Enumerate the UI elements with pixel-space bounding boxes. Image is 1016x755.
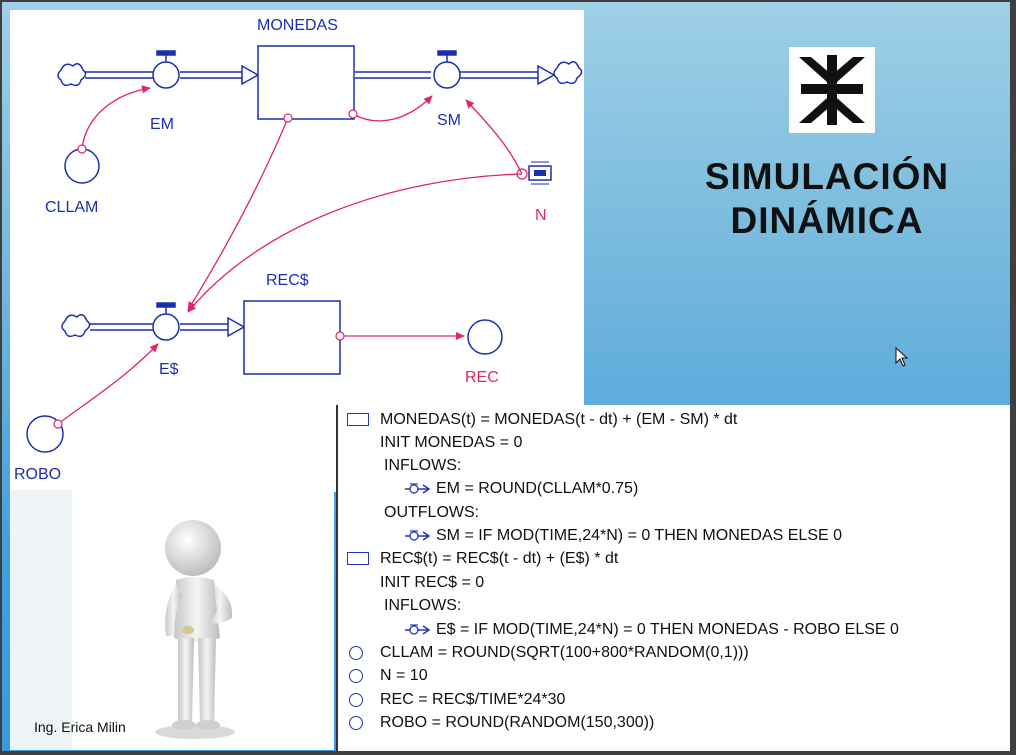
diagram-canvas	[26, 45, 583, 453]
equation-text: CLLAM = ROUND(SQRT(100+800*RANDOM(0,1)))	[380, 644, 749, 661]
source-cloud-es	[61, 314, 91, 338]
converter-cllam	[64, 148, 100, 184]
equation-text: ROBO = ROUND(RANDOM(150,300))	[380, 714, 655, 731]
source-cloud-em	[57, 63, 87, 87]
mouse-pointer-icon	[895, 347, 909, 367]
panel-strip	[10, 490, 72, 750]
label-rec: REC	[465, 369, 499, 386]
label-sm: SM	[437, 112, 461, 129]
equation-text: INFLOWS:	[384, 597, 462, 614]
converter-icon	[349, 693, 363, 707]
flow-icon	[405, 483, 430, 494]
label-recs: REC$	[266, 272, 309, 289]
equation-text: REC = REC$/TIME*24*30	[380, 691, 566, 708]
connectors	[57, 85, 523, 425]
equation-text: REC$(t) = REC$(t - dt) + (E$) * dt	[380, 550, 619, 567]
equation-text: INIT MONEDAS = 0	[380, 434, 523, 451]
equation-text: OUTFLOWS:	[384, 504, 480, 521]
converter-icon	[349, 716, 363, 730]
converter-icon	[349, 669, 363, 683]
flow-valve-es	[152, 302, 180, 341]
converter-rec	[467, 319, 503, 355]
label-n: N	[535, 207, 547, 224]
flow-icon	[405, 624, 430, 635]
converter-icon	[349, 646, 363, 660]
title-line-1: SIMULACIÓN	[704, 156, 950, 197]
sink-cloud-sm	[553, 61, 583, 85]
stock-recs	[243, 300, 341, 375]
equation-text: INIT REC$ = 0	[380, 574, 485, 591]
stock-flow-diagram: MONEDAS EM SM CLLAM N REC$ E$ REC ROBO	[10, 10, 584, 492]
thinking-person-figure	[155, 520, 235, 739]
equation-text: EM = ROUND(CLLAM*0.75)	[436, 480, 639, 497]
flow-icon	[405, 530, 430, 541]
label-robo: ROBO	[14, 466, 62, 483]
equation-text: E$ = IF MOD(TIME,24*N) = 0 THEN MONEDAS …	[436, 621, 899, 638]
stock-monedas	[257, 45, 355, 120]
equations-panel: MONEDAS(t) = MONEDAS(t - dt) + (EM - SM)…	[336, 405, 1010, 751]
equation-text: SM = IF MOD(TIME,24*N) = 0 THEN MONEDAS …	[436, 527, 843, 544]
label-cllam: CLLAM	[45, 199, 99, 216]
university-logo	[789, 47, 875, 133]
flow-valve-em	[152, 50, 180, 89]
stock-icon	[347, 413, 369, 426]
title-line-2: DINÁMICA	[730, 200, 924, 241]
flow-valve-sm	[433, 50, 461, 89]
label-em: EM	[150, 116, 174, 133]
label-monedas: MONEDAS	[257, 17, 338, 34]
figure-panel: Ing. Erica Milin	[10, 490, 334, 750]
equation-text: N = 10	[380, 667, 428, 684]
logo-icon	[799, 55, 865, 125]
stock-icon	[347, 552, 369, 565]
equation-text: MONEDAS(t) = MONEDAS(t - dt) + (EM - SM)…	[380, 411, 738, 428]
author-name: Ing. Erica Milin	[34, 719, 126, 735]
equation-text: INFLOWS:	[384, 457, 462, 474]
label-es: E$	[159, 361, 179, 378]
slide-title: SIMULACIÓN DINÁMICA	[662, 155, 992, 243]
